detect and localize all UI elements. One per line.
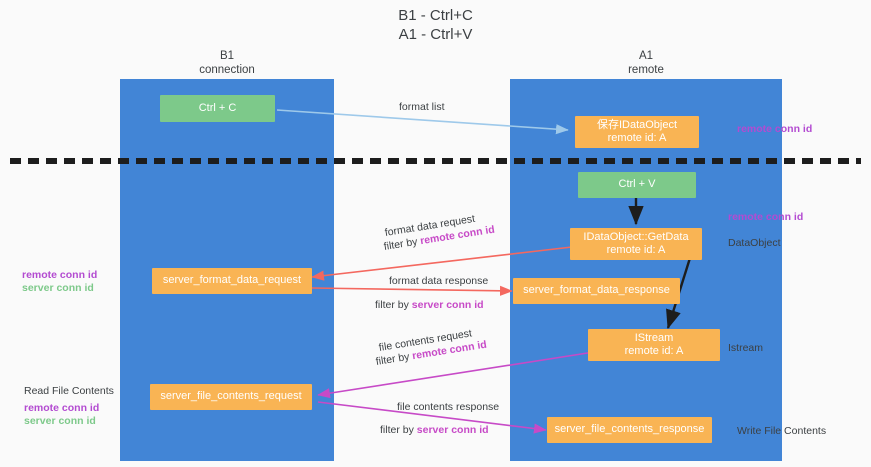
edge-label-format-list: format list [399, 101, 445, 113]
filter-key-server-conn-id: server conn id [416, 424, 489, 436]
filter-key-server-conn-id: server conn id [411, 299, 484, 311]
edge-label-file-contents-response-filter: filter by server conn id [380, 424, 489, 437]
side-label-read-file-contents: Read File Contents [24, 385, 114, 397]
node-ctrl-v[interactable]: Ctrl + V [578, 172, 696, 198]
edge-label-format-data-response: format data response [389, 275, 489, 287]
node-server-file-contents-request[interactable]: server_file_contents_request [150, 384, 312, 410]
side-label-left-server-conn-id-mid: server conn id [22, 282, 94, 294]
filter-prefix: filter by [380, 424, 417, 436]
node-save-idataobject[interactable]: 保存IDataObject remote id: A [575, 116, 699, 148]
node-server-file-contents-response[interactable]: server_file_contents_response [547, 417, 712, 443]
side-label-left-server-conn-id-bottom: server conn id [24, 415, 96, 427]
side-label-remote-conn-id-top: remote conn id [737, 123, 813, 135]
side-label-istream: Istream [728, 342, 764, 354]
node-istream[interactable]: IStream remote id: A [588, 329, 720, 361]
page-title: B1 - Ctrl+C A1 - Ctrl+V [398, 7, 473, 43]
side-label-left-remote-conn-id-bottom: remote conn id [24, 402, 100, 414]
filter-prefix: filter by [375, 299, 412, 311]
node-server-format-data-response[interactable]: server_format_data_response [513, 278, 680, 304]
lane-header-b1: B1 connection [199, 50, 255, 76]
node-ctrl-c[interactable]: Ctrl + C [160, 95, 275, 122]
side-label-remote-conn-id-mid: remote conn id [728, 211, 804, 223]
lane-header-a1: A1 remote [628, 50, 664, 76]
node-idataobject-getdata[interactable]: IDataObject::GetData remote id: A [570, 228, 702, 260]
edge-format-data-response [311, 285, 513, 296]
edge-label-format-data-response-filter: filter by server conn id [375, 299, 484, 312]
side-label-dataobject: DataObject [728, 237, 781, 249]
side-label-left-remote-conn-id-mid: remote conn id [22, 269, 98, 281]
node-server-format-data-request[interactable]: server_format_data_request [152, 268, 312, 294]
edge-label-file-contents-response: file contents response [397, 401, 500, 413]
side-label-write-file-contents: Write File Contents [737, 425, 827, 437]
